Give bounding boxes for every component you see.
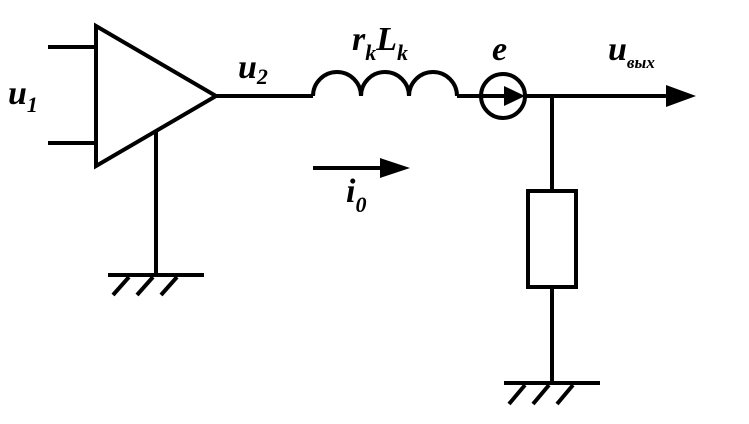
current-arrow-icon: [380, 158, 410, 178]
inductor-label: rkLk: [352, 21, 408, 65]
output-arrow-icon: [666, 85, 696, 107]
load-ground-symbol: [504, 381, 600, 406]
output-voltage-label: uвых: [608, 31, 655, 72]
load-resistor: [526, 189, 578, 289]
input-voltage-label: u1: [8, 75, 38, 117]
emf-label: e: [492, 31, 507, 68]
emf-arrow-icon: [504, 86, 525, 106]
amplifier-ground-symbol: [108, 273, 204, 297]
current-label: i0: [346, 173, 366, 217]
amp-output-voltage-label: u2: [238, 49, 268, 89]
amplifier-triangle: [94, 22, 220, 170]
inductor-coil: [311, 70, 459, 97]
